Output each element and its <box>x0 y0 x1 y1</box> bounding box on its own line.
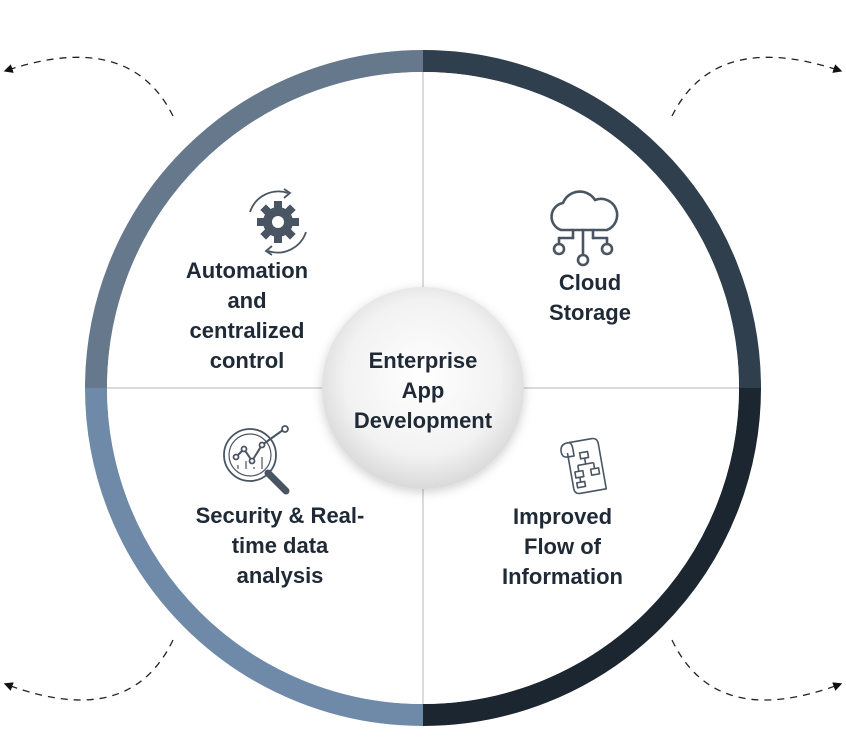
gear-cycle-icon <box>249 188 307 256</box>
quadrant-label-automation: Automation and centralized control <box>185 258 309 373</box>
dashed-arrow-bottom-right <box>671 639 843 701</box>
ring-segment-top-left <box>85 50 424 389</box>
quadrant-label-security: Security & Real- time data analysis <box>195 503 365 588</box>
cloud-network-icon <box>550 190 619 267</box>
dashed-arrow-top-right <box>671 56 843 117</box>
quadrant-label-cloud-storage: Cloud Storage <box>549 270 631 325</box>
center-circle <box>322 287 524 489</box>
dashed-arrow-bottom-left <box>3 639 174 701</box>
ring-segment-top-right <box>422 50 761 389</box>
center-title: Enterprise App Development <box>353 348 493 433</box>
quadrant-label-information-flow: Improved Flow of Information <box>502 504 623 589</box>
magnifier-chart-icon <box>223 425 290 495</box>
document-flowchart-icon <box>560 437 608 495</box>
dashed-arrow-top-left <box>3 56 174 117</box>
ring-segment-bottom-left <box>85 387 424 726</box>
ring-segment-bottom-right <box>422 387 761 726</box>
